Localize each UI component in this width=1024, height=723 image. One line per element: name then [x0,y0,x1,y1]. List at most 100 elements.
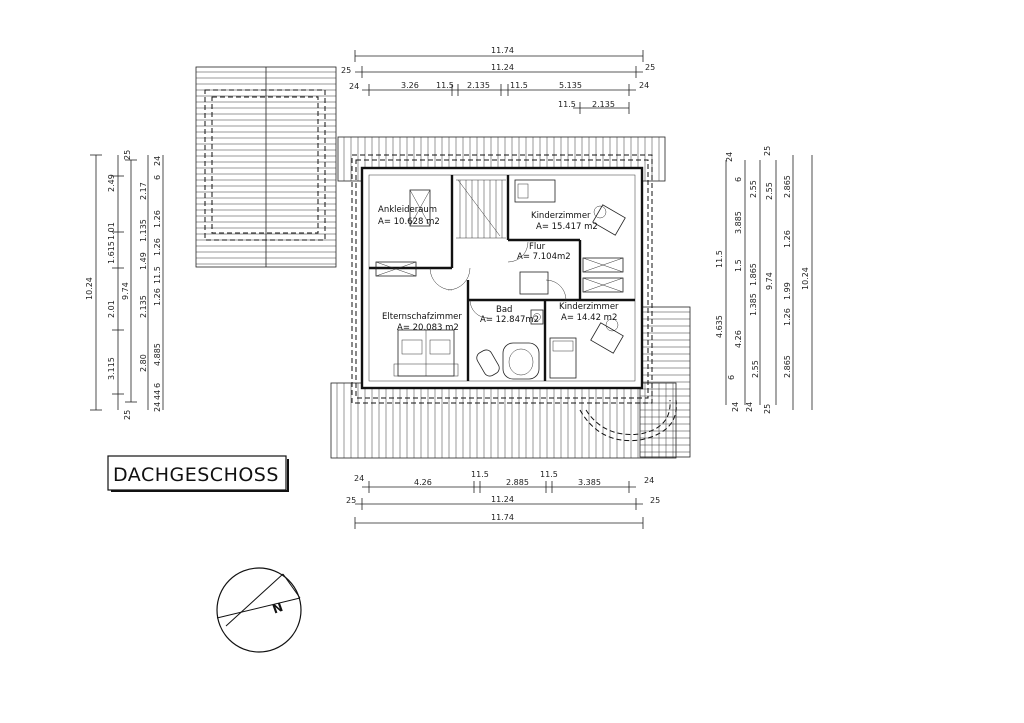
dim-top-right-25: 25 [645,63,655,72]
dim-right-25-bot: 25 [763,404,772,414]
dim-left-24-bot: 24 [153,402,162,412]
room-name-flur: Flur [529,242,546,252]
desk [592,204,626,236]
room-area-bad: A= 12.847m2 [480,315,539,325]
dim-left-6-top: 6 [153,175,162,180]
dim-left-1-26-c: 1.26 [153,210,162,228]
dim-left-2-135: 2.135 [139,295,148,318]
room-name-kinderzimmer-1: Kinderzimmer [531,211,591,221]
toilet [476,349,500,377]
title-box: DACHGESCHOSS [107,455,289,492]
dimension-chain-bottom: 24 4.26 11.5 2.885 11.5 3.385 24 25 11.2… [346,470,660,529]
room-labels: Ankleideraum A= 10.628 m2 Kinderzimmer A… [378,205,619,333]
building-outline [330,136,691,459]
dim-left-total: 10.24 [85,277,94,300]
dim-right-6-b: 6 [727,375,736,380]
dim-left-3-115: 3.115 [107,357,116,380]
single-bed [549,337,577,379]
dim-left-11-5: 11.5 [153,266,162,284]
dim-top-2-135-b: 2.135 [592,100,615,109]
desk [590,318,624,354]
dim-left-1-49: 1.49 [139,252,148,270]
dim-bot-4-26: 4.26 [414,478,432,487]
dim-left-1-26-b: 1.26 [153,238,162,256]
dim-right-1-99: 1.99 [783,282,792,300]
dim-left-25-top: 25 [123,150,132,160]
dim-right-1-26-b: 1.26 [783,230,792,248]
dim-left-6-bot: 6 [153,383,162,388]
dim-right-25-top: 25 [763,146,772,156]
dim-left-2-49: 2.49 [107,174,116,192]
dim-top-24-right: 24 [639,81,649,90]
dim-right-6-a: 6 [734,177,743,182]
dimension-chain-right: 4.635 11.5 24 4.26 1.5 3.885 6 1.385 1.8… [715,146,813,414]
roof-window [582,257,624,273]
roof-window [375,261,417,277]
dim-right-11-5: 11.5 [715,250,724,268]
dim-left-1-615: 1.615 [107,241,116,264]
dim-left-1-135: 1.135 [139,219,148,242]
room-area-flur: A= 7.104m2 [517,252,571,262]
room-name-kinderzimmer-2: Kinderzimmer [559,302,619,312]
dim-bot-2-885: 2.885 [506,478,529,487]
roof-section-drawing [195,66,337,268]
dim-top-total: 11.74 [491,46,514,55]
dim-left-4-885: 4.885 [153,343,162,366]
dim-right-2-55-a: 2.55 [749,180,758,198]
north-arrow: N [216,567,302,653]
dim-bot-total: 11.74 [491,513,514,522]
dim-bot-3-385: 3.385 [578,478,601,487]
dim-left-25-bot: 25 [123,410,132,420]
dim-bot-11-5-a: 11.5 [471,470,489,479]
dim-left-1-01: 1.01 [107,222,116,240]
dim-bot-11-5-b: 11.5 [540,470,558,479]
double-bed [393,329,459,377]
dim-right-2-865-bot: 2.865 [783,355,792,378]
dim-right-total: 10.24 [801,267,810,290]
dim-right-3-885: 3.885 [734,211,743,234]
dim-left-2-17: 2.17 [139,182,148,200]
dim-right-2-55-b: 2.55 [751,360,760,378]
room-area-elternschafzimmer: A= 20.083 m2 [397,323,459,333]
dimension-chain-top: 11.74 25 11.24 25 24 3.26 11.5 2.135 11.… [341,46,655,114]
roof-window [409,189,431,227]
washbasin [530,309,544,325]
dim-right-9-74: 9.74 [765,272,774,290]
bathtub [502,342,540,380]
north-label: N [271,600,285,617]
dim-right-1-26-a: 1.26 [783,308,792,326]
dim-bot-24-left: 24 [354,474,364,483]
dim-left-24-top: 24 [153,156,162,166]
dim-right-24-top: 24 [725,152,734,162]
room-name-bad: Bad [496,305,512,315]
dim-bot-25-right: 25 [650,496,660,505]
dim-bot-inner: 11.24 [491,495,514,504]
dim-top-11-5-b: 11.5 [510,81,528,90]
room-area-ankleideraum: A= 10.628 m2 [378,217,440,227]
dimension-chain-left: 10.24 3.115 2.01 1.615 1.01 2.49 9.74 25… [85,150,164,420]
dim-top-11-5-c: 11.5 [558,100,576,109]
dim-top-3-26: 3.26 [401,81,419,90]
dim-top-5-135: 5.135 [559,81,582,90]
dim-right-4-26: 4.26 [734,330,743,348]
dim-left-2-01: 2.01 [107,300,116,318]
dim-top-2-135: 2.135 [467,81,490,90]
dim-right-1-385: 1.385 [749,293,758,316]
dim-top-inner: 11.24 [491,63,514,72]
dim-right-2-865-top: 2.865 [783,175,792,198]
dim-top-11-5-a: 11.5 [436,81,454,90]
dim-left-44: 44 [153,390,162,400]
dim-top-24-left: 24 [349,82,359,91]
dim-left-1-26-a: 1.26 [153,288,162,306]
roof-window [582,277,624,293]
dim-right-24-bot: 24 [745,402,754,412]
dim-left-9-74: 9.74 [121,282,130,300]
room-area-kinderzimmer-1: A= 15.417 m2 [536,222,598,232]
room-name-ankleideraum: Ankleideraum [378,205,437,215]
dim-bot-24-right: 24 [644,476,654,485]
room-area-kinderzimmer-2: A= 14.42 m2 [561,313,617,323]
dim-right-1-865: 1.865 [749,263,758,286]
dim-top-left-25: 25 [341,66,351,75]
dim-right-2-55-c: 2.55 [765,182,774,200]
